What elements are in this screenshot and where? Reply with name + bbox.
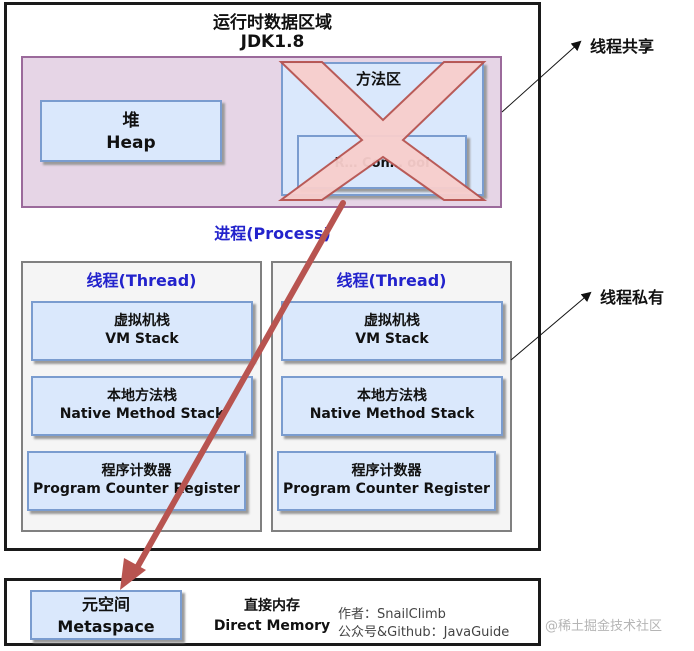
native-stack-en: Native Method Stack (59, 406, 225, 422)
thread-private-label: 线程私有 (600, 288, 665, 307)
author-line-2: 公众号&Github：JavaGuide (338, 625, 510, 640)
diagram-subtitle: JDK1.8 (240, 32, 305, 52)
vm-stack-en: VM Stack (105, 331, 179, 347)
pc-register-cn: 程序计数器 (101, 463, 172, 479)
thread-1-vm-stack: 虚拟机栈 VM Stack (31, 301, 253, 361)
thread-2-title: 线程(Thread) (336, 271, 447, 290)
heap-box: 堆 Heap (40, 100, 222, 162)
diagram-title: 运行时数据区域 (213, 13, 332, 33)
author-credit: 作者：SnailClimb 公众号&Github：JavaGuide (338, 606, 509, 642)
thread-2-vm-stack: 虚拟机栈 VM Stack (281, 301, 503, 361)
method-area-label: 方法区 (356, 70, 402, 88)
direct-memory-en: Direct Memory (213, 618, 331, 634)
thread-2-pc-register: 程序计数器 Program Counter Register (277, 451, 496, 511)
vm-stack-cn: 虚拟机栈 (364, 313, 420, 329)
pc-register-cn: 程序计数器 (351, 463, 422, 479)
thread-2-native-stack: 本地方法栈 Native Method Stack (281, 376, 503, 436)
thread-1-pc-register: 程序计数器 Program Counter Register (27, 451, 246, 511)
pc-register-en: Program Counter Register (33, 481, 240, 497)
native-stack-cn: 本地方法栈 (357, 388, 427, 404)
thread-shared-label: 线程共享 (590, 37, 655, 56)
native-stack-en: Native Method Stack (309, 406, 475, 422)
author-line-1: 作者：SnailClimb (338, 607, 446, 622)
vm-stack-cn: 虚拟机栈 (114, 313, 170, 329)
direct-memory-cn: 直接内存 (244, 598, 300, 614)
thread-1-title: 线程(Thread) (86, 271, 197, 290)
direct-memory-label: 直接内存 Direct Memory (212, 596, 332, 636)
metaspace-cn: 元空间 (81, 595, 130, 614)
thread-1-native-stack: 本地方法栈 Native Method Stack (31, 376, 253, 436)
vm-stack-en: VM Stack (355, 331, 429, 347)
native-stack-cn: 本地方法栈 (107, 388, 177, 404)
metaspace-en: Metaspace (57, 617, 155, 636)
metaspace-box: 元空间 Metaspace (30, 590, 182, 640)
cross-out-x-icon (277, 61, 488, 201)
heap-cn: 堆 (122, 111, 140, 131)
watermark: @稀土掘金技术社区 (545, 619, 663, 634)
heap-en: Heap (106, 133, 156, 153)
pc-register-en: Program Counter Register (283, 481, 490, 497)
process-label: 进程(Process) (214, 224, 331, 243)
